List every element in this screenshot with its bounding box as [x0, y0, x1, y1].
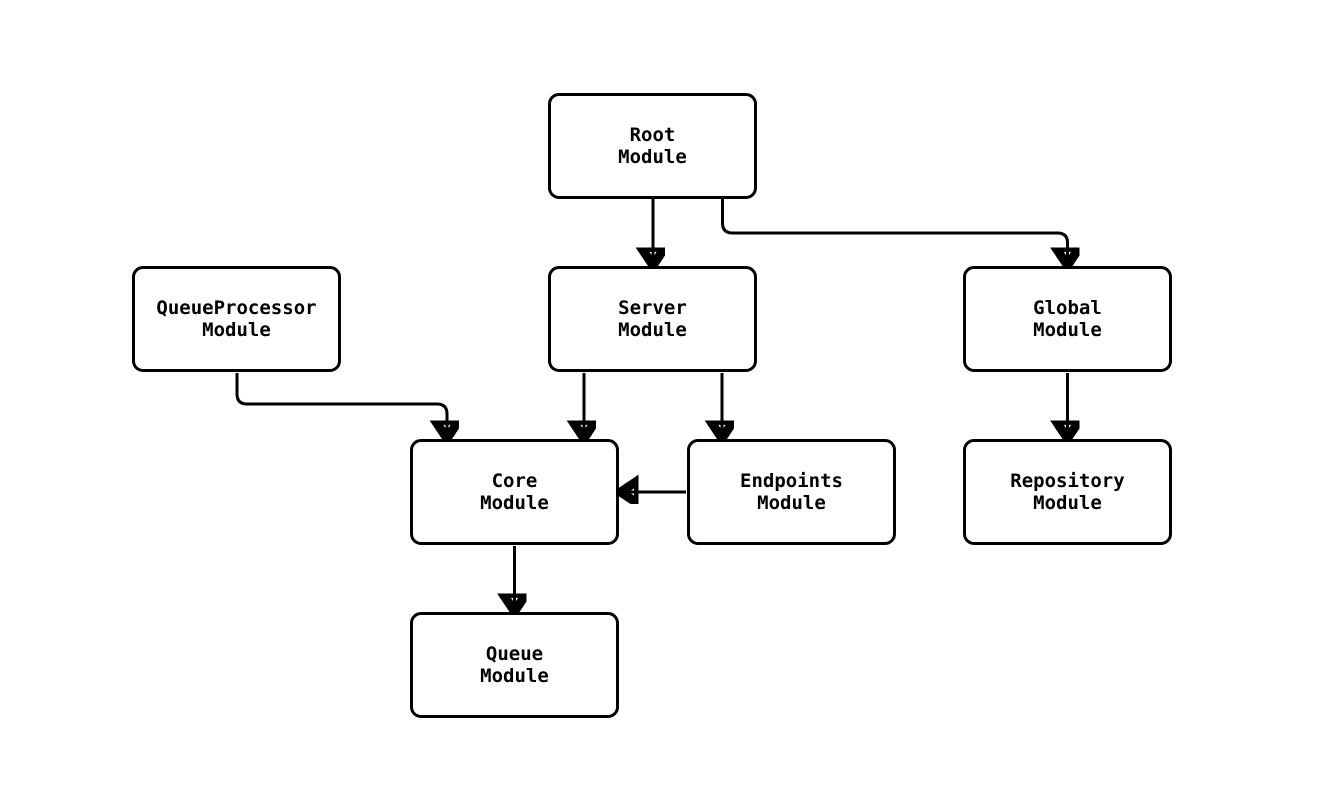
node-repository-module-label: Repository Module [1010, 470, 1125, 514]
node-server-module: Server Module [548, 266, 757, 372]
node-server-module-label: Server Module [618, 297, 687, 341]
node-queue-module-label: Queue Module [480, 643, 549, 687]
node-core-module-label: Core Module [480, 470, 549, 514]
node-endpoints-module: Endpoints Module [687, 439, 896, 545]
node-endpoints-module-label: Endpoints Module [740, 470, 843, 514]
node-repository-module: Repository Module [963, 439, 1172, 545]
edge-root-to-global [721, 199, 1068, 263]
node-queue-processor-module: QueueProcessor Module [132, 266, 341, 372]
node-queue-module: Queue Module [410, 612, 619, 718]
node-global-module-label: Global Module [1033, 297, 1102, 341]
node-queue-processor-module-label: QueueProcessor Module [156, 297, 317, 341]
edge-queueprocessor-to-core [235, 373, 447, 436]
node-core-module: Core Module [410, 439, 619, 545]
node-root-module-label: Root Module [618, 124, 687, 168]
node-root-module: Root Module [548, 93, 757, 199]
node-global-module: Global Module [963, 266, 1172, 372]
